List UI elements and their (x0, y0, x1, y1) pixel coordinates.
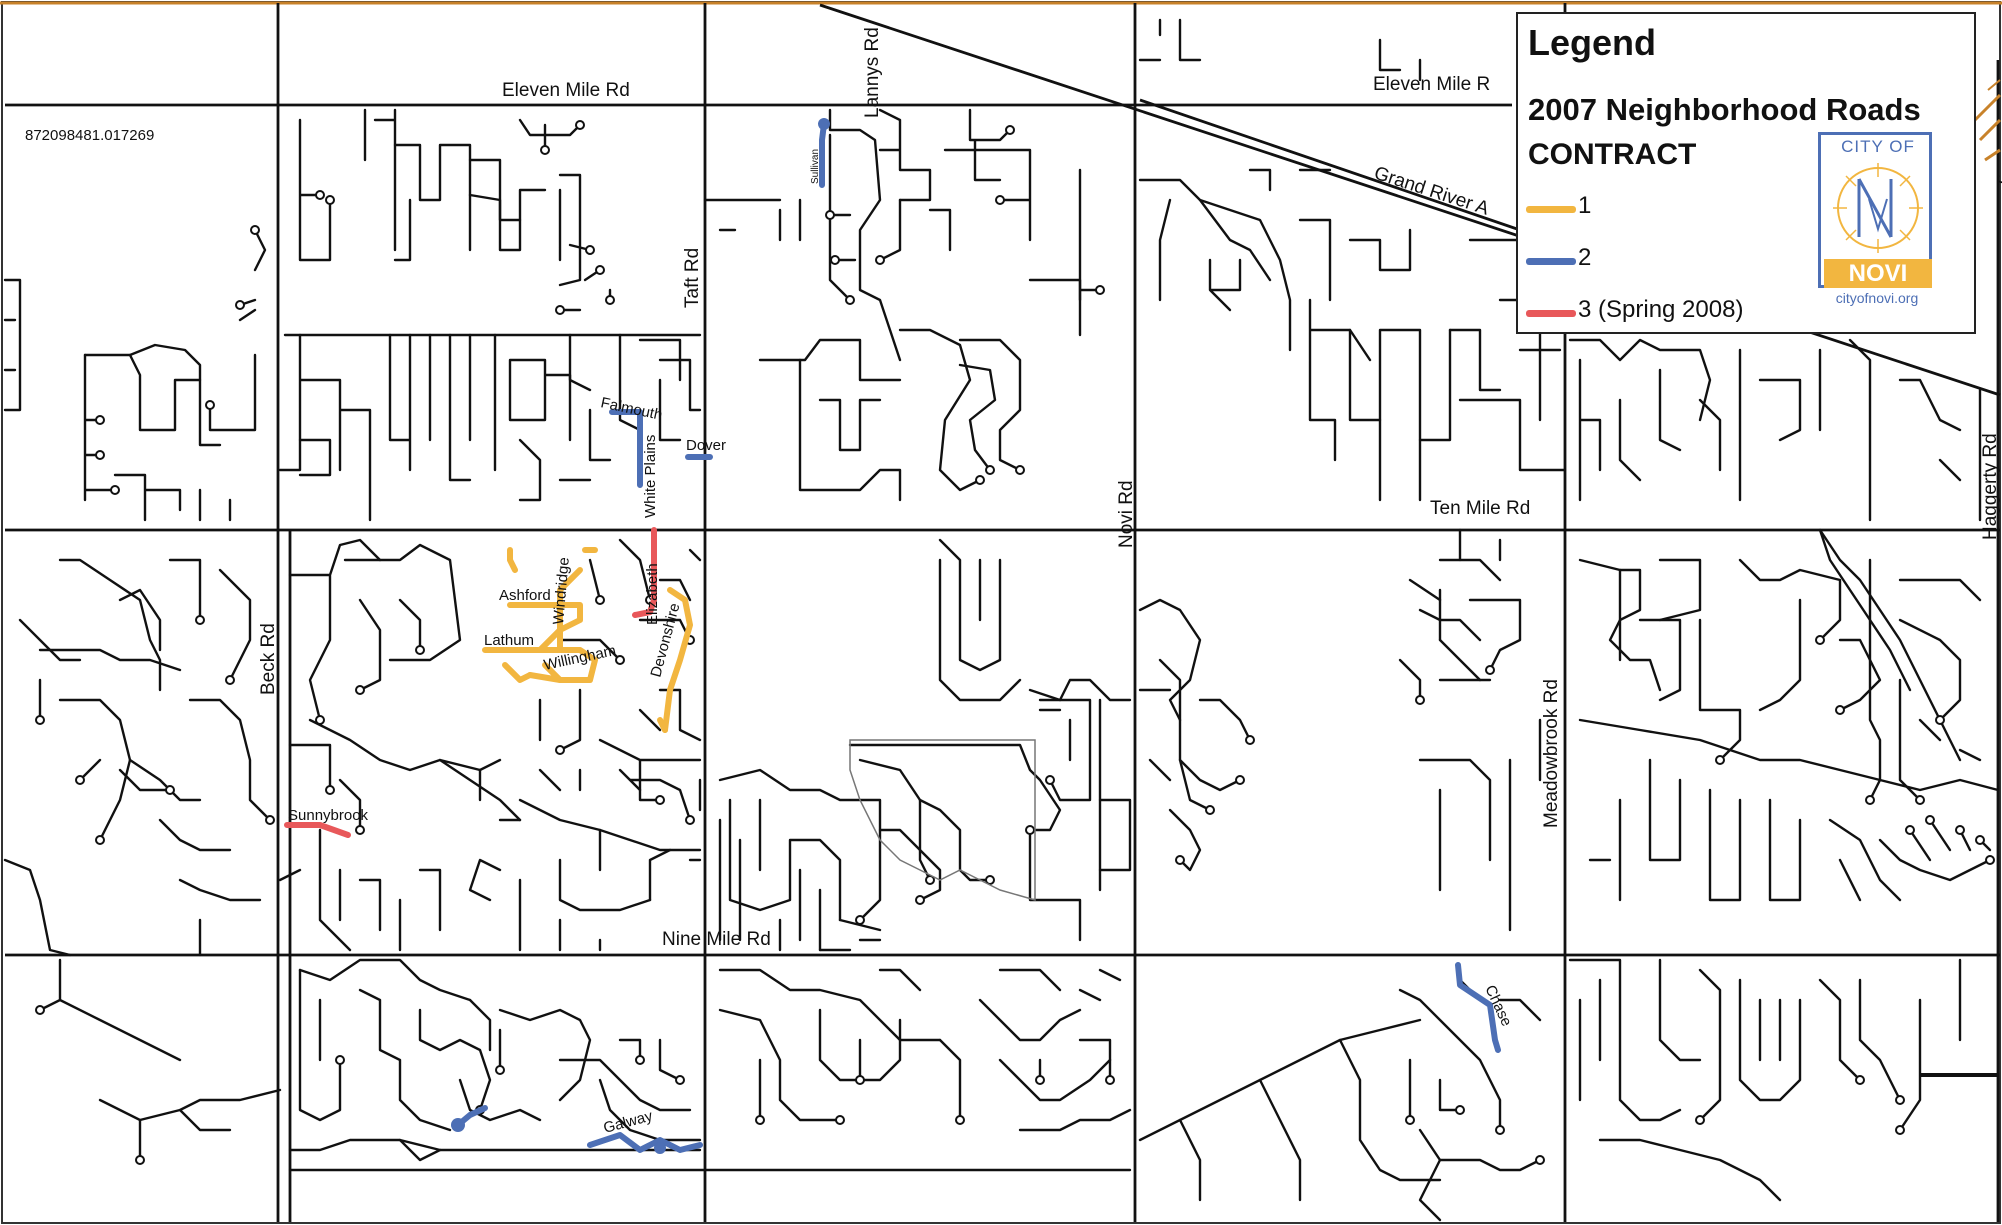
legend-label-2: 2 (1578, 244, 1592, 271)
city-of-novi-logo: CITY OF NOVI cityofnovi.org (1818, 132, 1936, 308)
contract-1-roads (482, 547, 693, 733)
logo-novi-text: NOVI (1824, 259, 1932, 288)
label-meadowbrook-rd: Meadowbrook Rd (1541, 679, 1562, 828)
label-lathum: Lathum (484, 632, 534, 649)
logo-seal-icon (1833, 163, 1923, 253)
legend-swatch-2 (1526, 258, 1576, 265)
label-white-plains: White Plains (642, 435, 659, 518)
local-streets (3, 18, 2000, 1222)
legend-item-contract-3: 3 (Spring 2008) (1526, 296, 1786, 328)
label-lannys-rd: Lannys Rd (862, 27, 883, 118)
legend-label-3: 3 (Spring 2008) (1578, 296, 1744, 323)
legend-title: Legend (1528, 22, 1657, 63)
label-windridge: Windridge (550, 557, 573, 626)
map-id-text: 872098481.017269 (25, 127, 154, 144)
label-falmouth: Falmouth (599, 394, 664, 424)
park-boundary (849, 739, 1036, 901)
label-ashford: Ashford (499, 587, 551, 604)
label-edge-number: 5 (1991, 170, 2002, 187)
label-eleven-mile-rd-east: Eleven Mile R (1373, 74, 1490, 95)
section-line-roads (5, 3, 2002, 1222)
label-taft-rd: Taft Rd (682, 248, 703, 308)
label-elizabeth: Elizabeth (644, 563, 661, 625)
label-sullivan: Sullivan (810, 149, 821, 184)
label-beck-rd: Beck Rd (258, 623, 279, 695)
label-galway: Galway (602, 1107, 655, 1136)
label-dover: Dover (686, 437, 726, 454)
label-grand-river-ave: Grand River A (1371, 163, 1491, 220)
logo-url-text: cityofnovi.org (1835, 290, 1919, 306)
label-sunnybrook: Sunnybrook (288, 807, 369, 824)
legend-swatch-1 (1526, 206, 1576, 213)
logo-city-of-text: CITY OF (1841, 137, 1915, 156)
label-ten-mile-rd: Ten Mile Rd (1430, 498, 1530, 519)
label-nine-mile-rd: Nine Mile Rd (662, 929, 771, 950)
legend-item-contract-1: 1 (1526, 192, 1786, 224)
label-haggerty-rd: Haggerty Rd (1980, 433, 2001, 540)
contract-2-roads (451, 118, 1501, 1154)
legend-swatch-3 (1526, 310, 1576, 317)
legend-box: Legend 2007 Neighborhood Roads CONTRACT … (1516, 12, 1976, 334)
cul-de-sac-ends (35, 120, 1995, 1165)
contract-3-roads (284, 527, 657, 838)
label-eleven-mile-rd: Eleven Mile Rd (502, 80, 630, 101)
label-willingham: Willingham (542, 642, 617, 674)
legend-subtitle: 2007 Neighborhood Roads (1528, 92, 1921, 127)
legend-label-1: 1 (1578, 192, 1592, 219)
legend-item-contract-2: 2 (1526, 244, 1786, 276)
logo-frame: CITY OF NOVI (1818, 132, 1932, 288)
legend-contract-heading: CONTRACT (1528, 138, 1697, 171)
label-novi-rd: Novi Rd (1116, 480, 1137, 548)
